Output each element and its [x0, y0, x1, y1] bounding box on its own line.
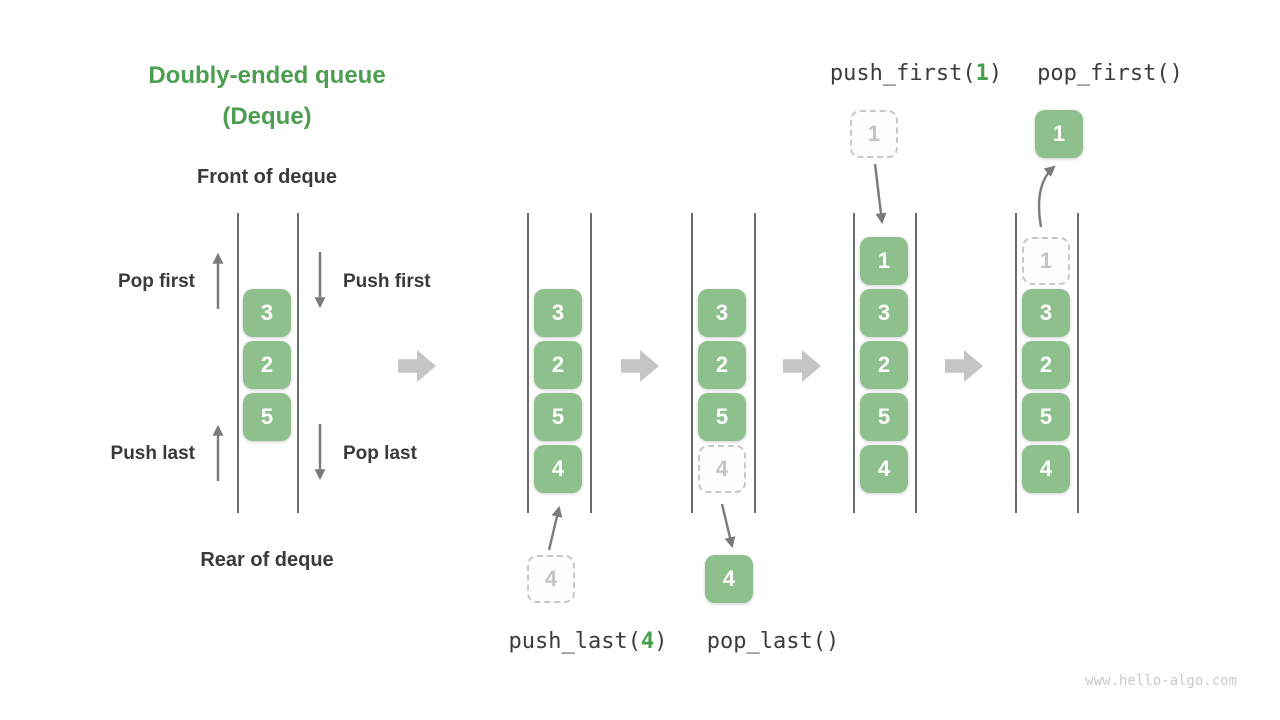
- transition-arrow: [621, 350, 659, 382]
- deque-item: 4: [860, 445, 908, 493]
- rear-of-deque-label: Rear of deque: [200, 549, 334, 571]
- op-text: push_last(: [508, 629, 641, 654]
- pop-last-label: Pop last: [343, 443, 417, 464]
- page-title: Doubly-ended queue (Deque): [148, 55, 385, 137]
- deque-wall: [1077, 213, 1079, 513]
- op-text: pop_first(): [1037, 61, 1183, 86]
- removed-item-ghost: 1: [1022, 237, 1070, 285]
- push-last-label: Push last: [110, 443, 195, 464]
- transition-arrow: [945, 350, 983, 382]
- pop-last-remove-arrow: [720, 503, 736, 549]
- deque-wall: [853, 213, 855, 513]
- push-last-operation-label: push_last(4): [509, 629, 668, 655]
- deque-wall: [691, 213, 693, 513]
- deque-wall: [237, 213, 239, 513]
- op-text: pop_last(): [706, 629, 840, 654]
- op-text: ): [988, 61, 1003, 86]
- incoming-item-ghost: 1: [850, 110, 898, 158]
- deque-wall: [297, 213, 299, 513]
- deque-item: 3: [860, 289, 908, 337]
- deque-item: 3: [534, 289, 582, 337]
- pop-first-label: Pop first: [117, 271, 195, 292]
- deque-item: 3: [243, 289, 291, 337]
- op-arg: 1: [975, 61, 989, 86]
- deque-item: 3: [698, 289, 746, 337]
- deque-item: 2: [534, 341, 582, 389]
- transition-arrow: [398, 350, 436, 382]
- deque-item: 2: [860, 341, 908, 389]
- pop-first-operation-label: pop_first(): [1037, 61, 1183, 87]
- op-text: ): [654, 629, 668, 654]
- deque-wall: [754, 213, 756, 513]
- title-line1: Doubly-ended queue: [148, 62, 386, 89]
- deque-wall: [915, 213, 917, 513]
- push-first-label: Push first: [343, 271, 431, 292]
- deque-item: 2: [698, 341, 746, 389]
- pop-first-remove-arrow: [1037, 165, 1056, 228]
- incoming-item-ghost: 4: [527, 555, 575, 603]
- deque-item: 5: [243, 393, 291, 441]
- push-first-insert-arrow: [873, 163, 887, 225]
- popped-item: 4: [705, 555, 753, 603]
- pop-last-operation-label: pop_last(): [707, 629, 839, 655]
- deque-item: 5: [534, 393, 582, 441]
- deque-item: 4: [534, 445, 582, 493]
- push-first-operation-label: push_first(1): [830, 61, 1002, 87]
- deque-item: 5: [860, 393, 908, 441]
- removed-item-ghost: 4: [698, 445, 746, 493]
- deque-item: 2: [1022, 341, 1070, 389]
- deque-wall: [1015, 213, 1017, 513]
- popped-item: 1: [1035, 110, 1083, 158]
- deque-item: 4: [1022, 445, 1070, 493]
- deque-item: 3: [1022, 289, 1070, 337]
- transition-arrow: [783, 350, 821, 382]
- deque-wall: [590, 213, 592, 513]
- push-last-insert-arrow: [547, 505, 563, 551]
- deque-item: 2: [243, 341, 291, 389]
- deque-item: 5: [698, 393, 746, 441]
- deque-wall: [527, 213, 529, 513]
- op-text: push_first(: [829, 61, 976, 86]
- title-line2: (Deque): [222, 103, 312, 130]
- front-of-deque-label: Front of deque: [197, 166, 337, 188]
- deque-item: 5: [1022, 393, 1070, 441]
- deque-item: 1: [860, 237, 908, 285]
- op-arg: 4: [640, 629, 655, 654]
- watermark: www.hello-algo.com: [1085, 673, 1237, 689]
